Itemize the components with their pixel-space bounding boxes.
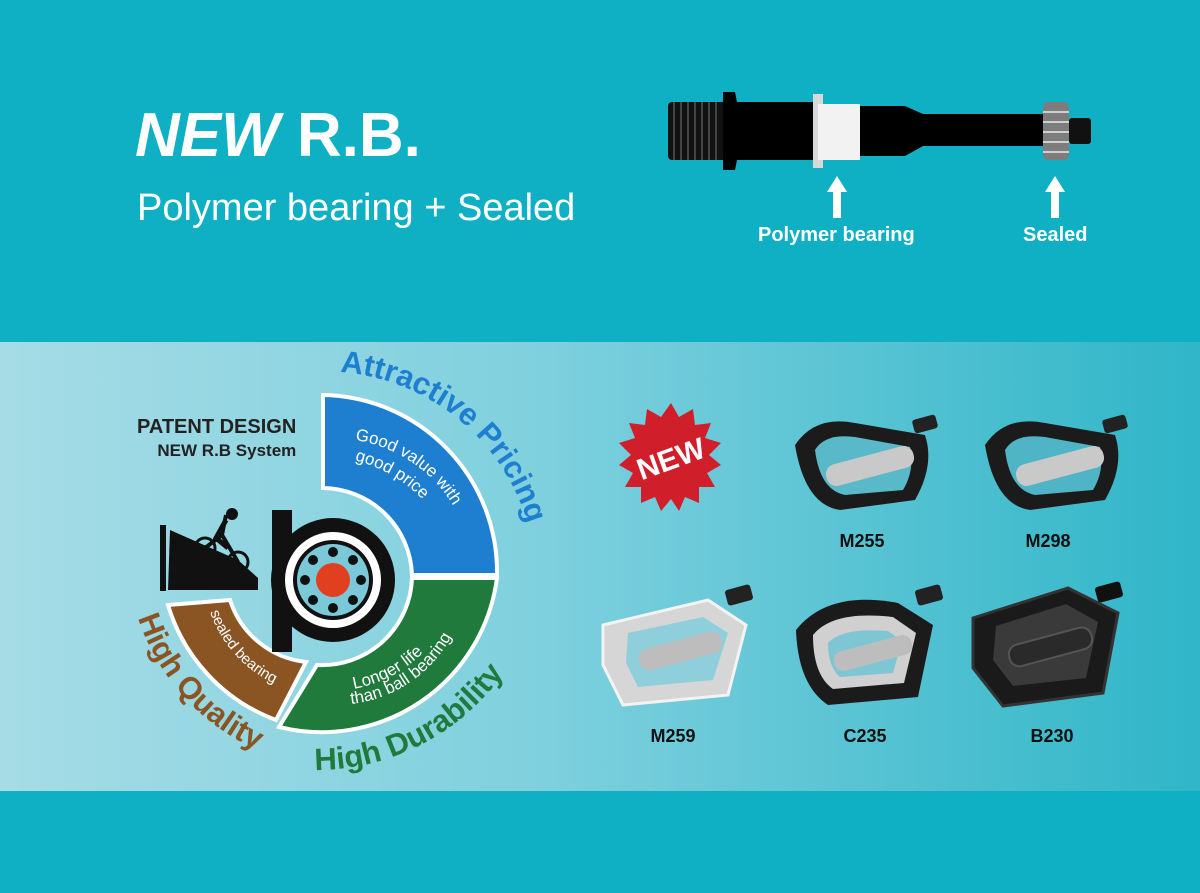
product-model-m298: M298 — [1025, 531, 1071, 551]
label-polymer-bearing: Polymer bearing — [758, 224, 915, 246]
pedal-c235 — [796, 584, 943, 705]
pedal-m298 — [985, 414, 1128, 510]
patent-design: PATENT DESIGN NEW R.B System — [137, 414, 296, 462]
axle-illustration — [668, 92, 1091, 218]
segment-pricing — [321, 392, 500, 577]
segment-durability — [275, 576, 500, 735]
product-model-m255: M255 — [839, 531, 885, 551]
page-title: NEW R.B. — [135, 100, 421, 172]
pedal-m255 — [795, 414, 938, 510]
product-model-c235: C235 — [843, 726, 887, 746]
new-badge: NEW — [619, 403, 721, 511]
segment-quality — [165, 597, 310, 723]
product-model-b230: B230 — [1030, 726, 1074, 746]
pedal-m259 — [601, 584, 753, 707]
title-rest: R.B. — [279, 101, 421, 170]
top-banner — [0, 0, 1200, 342]
patent-line-1: PATENT DESIGN — [137, 416, 297, 438]
page-subtitle: Polymer bearing + Sealed — [137, 187, 576, 229]
bearing-logo-icon — [271, 510, 395, 652]
title-new: NEW — [135, 101, 280, 170]
rider-icon — [160, 508, 258, 591]
patent-line-2: NEW R.B System — [157, 441, 297, 460]
bottom-band — [0, 791, 1200, 893]
pedal-b230 — [971, 581, 1123, 708]
label-sealed: Sealed — [1023, 224, 1088, 246]
product-model-m259: M259 — [650, 726, 696, 746]
